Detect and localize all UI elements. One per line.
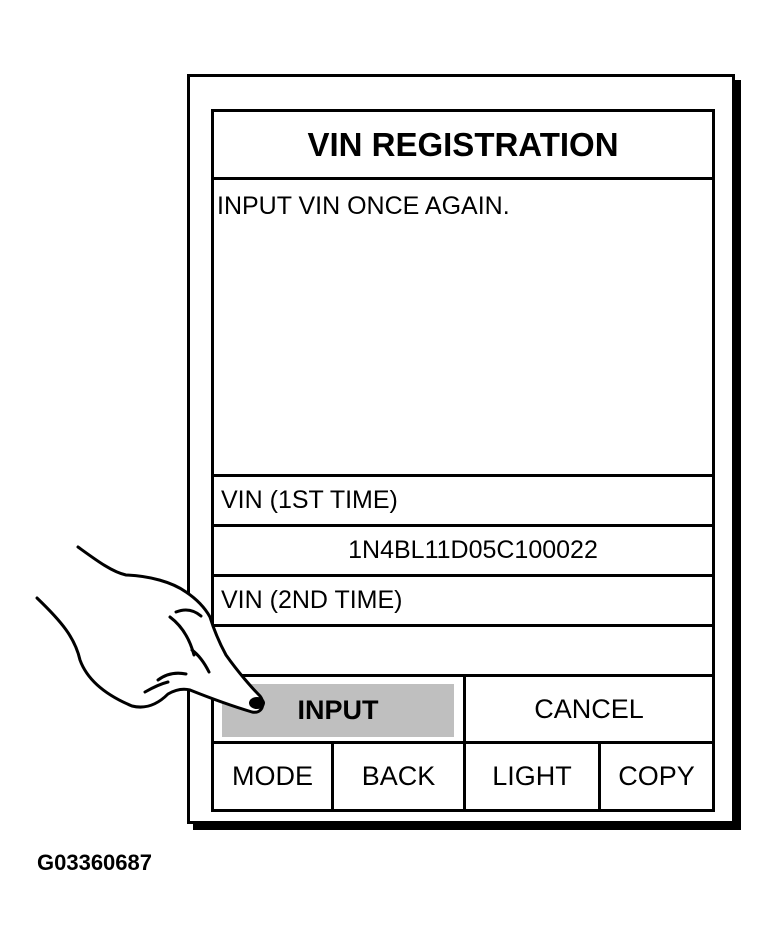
mode-button[interactable]: MODE xyxy=(232,761,313,791)
action-row: INPUT CANCEL xyxy=(214,677,712,744)
function-divider xyxy=(463,744,466,809)
vin-registration-screen: VIN REGISTRATION INPUT VIN ONCE AGAIN. V… xyxy=(211,109,715,812)
vin-first-label: VIN (1ST TIME) xyxy=(214,477,712,527)
function-divider xyxy=(331,744,334,809)
copy-button[interactable]: COPY xyxy=(618,761,695,791)
back-button[interactable]: BACK xyxy=(361,761,436,791)
input-button[interactable]: INPUT xyxy=(222,684,454,737)
vin-second-field[interactable] xyxy=(214,627,712,677)
vin-second-label: VIN (2ND TIME) xyxy=(214,577,712,627)
message-area: INPUT VIN ONCE AGAIN. xyxy=(214,180,712,477)
instruction-message: INPUT VIN ONCE AGAIN. xyxy=(217,192,510,220)
screen-title: VIN REGISTRATION xyxy=(214,112,712,180)
function-divider xyxy=(598,744,601,809)
action-divider xyxy=(463,677,466,741)
function-row: MODE BACK LIGHT COPY xyxy=(214,744,712,809)
vin-first-value: 1N4BL11D05C100022 xyxy=(214,527,712,577)
cancel-button[interactable]: CANCEL xyxy=(534,693,644,724)
figure-id: G03360687 xyxy=(37,850,152,875)
light-button[interactable]: LIGHT xyxy=(492,761,572,791)
